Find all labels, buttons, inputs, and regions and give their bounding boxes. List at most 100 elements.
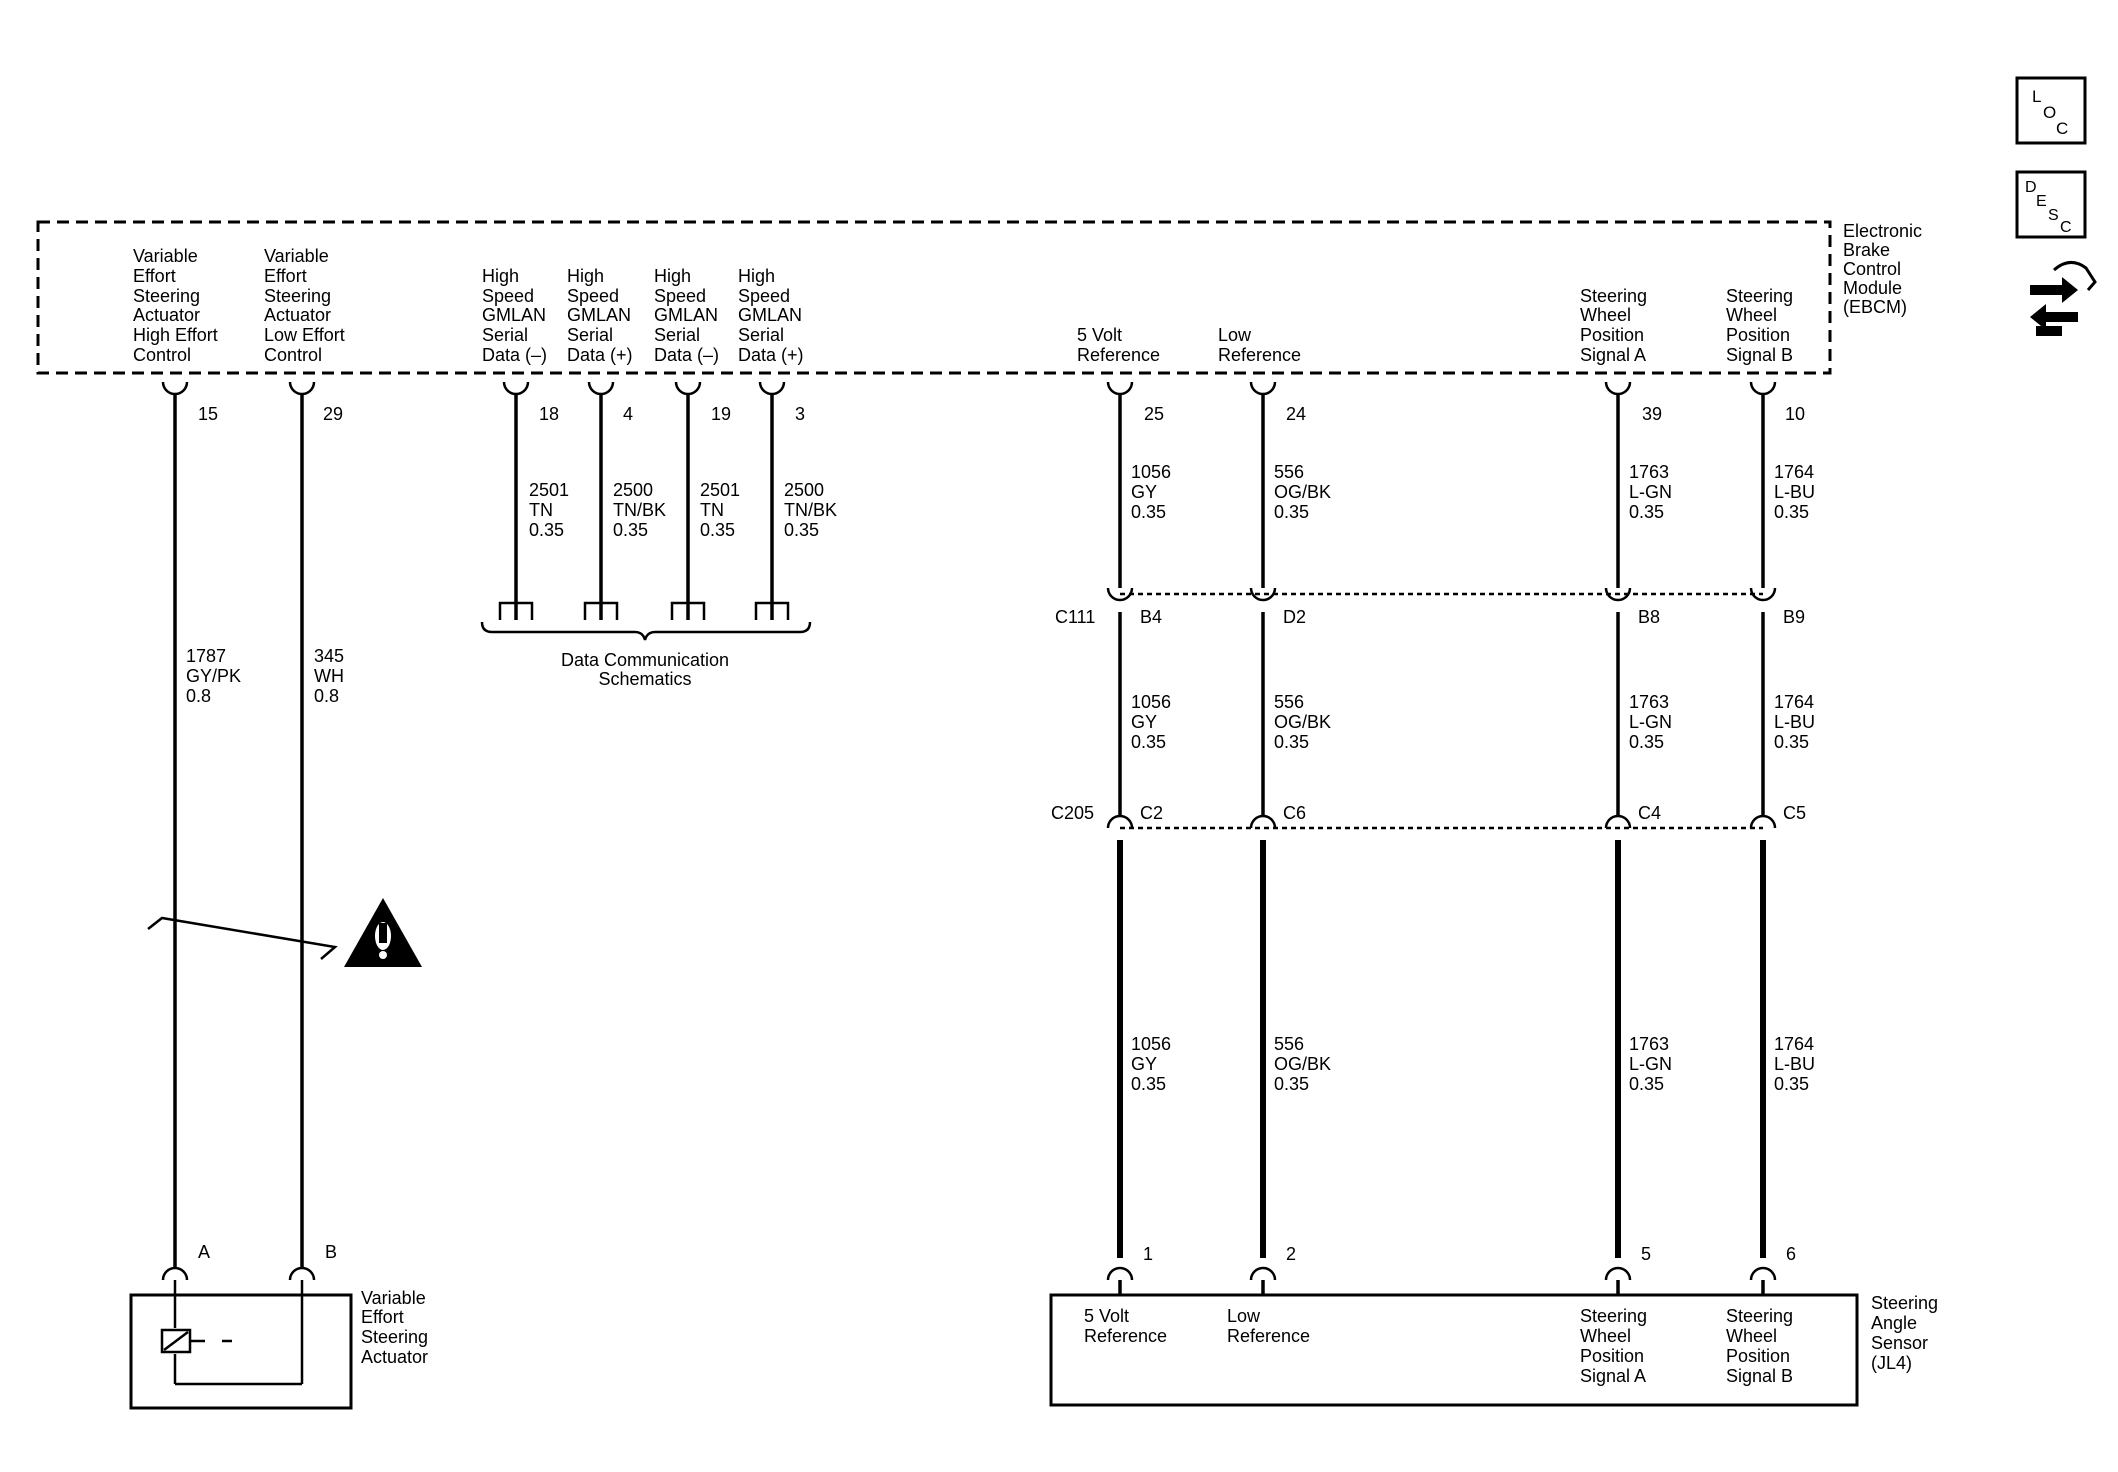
terminal-cap [1604,1266,1632,1281]
connector-cup [1749,587,1777,602]
ebcm-terminal-symbols [161,381,1777,396]
desc-button[interactable]: D E S C [2015,170,2087,239]
swap-arrows-icon[interactable] [2030,261,2097,336]
wire-label-line: WH [314,666,344,686]
pin-number: 18 [539,404,559,424]
connector-pin: C4 [1638,803,1661,823]
terminal-cup [587,381,615,396]
wire-label-line: 0.35 [529,520,564,540]
sensor-label-line: 5 Volt [1084,1306,1129,1326]
schematic-brace [480,621,812,641]
connector-cup [1106,587,1134,602]
wire-label-line: GY [1131,712,1157,732]
wire-label-line: 0.35 [1774,502,1809,522]
pin-number: 24 [1286,404,1306,424]
terminal-label-line: Actuator [264,305,331,325]
schematic-ref-bracket [583,601,619,620]
sensor-label-line: Signal B [1726,1366,1793,1386]
wire-label-line: 0.35 [1274,1074,1309,1094]
terminal-label-line: Low [1218,325,1252,345]
loc-letter: C [2056,119,2068,138]
sensor-label-line: Steering [1726,1306,1793,1326]
terminal-label-line: GMLAN [738,305,802,325]
terminal-label-line: Steering [133,286,200,306]
terminal-label-line: Serial [738,325,784,345]
wire-label-line: 1764 [1774,1034,1814,1054]
connector-cup [1249,587,1277,602]
wire-label-line: L-GN [1629,712,1672,732]
connector-pin: C2 [1140,803,1163,823]
wire-label-line: 0.35 [1629,1074,1664,1094]
wire-label-line: 0.35 [1131,732,1166,752]
terminal-label-line: Effort [264,266,307,286]
terminal-label-line: Wheel [1726,305,1777,325]
wire-label-line: TN/BK [784,500,837,520]
terminal-cap [288,1266,316,1281]
sensor-pin: 6 [1786,1244,1796,1264]
terminal-label-line: High Effort [133,325,218,345]
terminal-label-line: Signal B [1726,345,1793,365]
wire-label-line: 0.35 [1629,732,1664,752]
connector-pin: D2 [1283,607,1306,627]
gmlan-wires [480,394,812,641]
terminal-label-line: Data (+) [738,345,804,365]
desc-letter: D [2025,179,2037,196]
wire-label-line: OG/BK [1274,1054,1331,1074]
wire-label-line: 0.35 [1131,1074,1166,1094]
connector-pin: C5 [1783,803,1806,823]
actuator-component: A B Variable Effort Steering Actuator [129,1242,428,1410]
terminal-label-line: Speed [654,286,706,306]
wire-label-line: 556 [1274,1034,1304,1054]
sensor-label-line: Position [1726,1346,1790,1366]
terminal-label-line: Position [1580,325,1644,345]
wire-label-line: OG/BK [1274,482,1331,502]
sensor-label-line: Wheel [1726,1326,1777,1346]
actuator-name-line: Steering [361,1327,428,1347]
gmlan-wire-labels: 2501 TN 0.35 2500 TN/BK 0.35 2501 TN 0.3… [529,480,837,540]
connector-pin: C6 [1283,803,1306,823]
connector-cap [1106,814,1134,829]
pin-number: 4 [623,404,633,424]
wire-label-line: 1056 [1131,462,1171,482]
connector-cap [1604,814,1632,829]
terminal-label-line: Serial [482,325,528,345]
wire-labels-segment-3: 1056 GY 0.35 556 OG/BK 0.35 1763 L-GN 0.… [1131,1034,1815,1094]
terminal-label-line: Speed [482,286,534,306]
terminal-label-line: Signal A [1580,345,1646,365]
terminal-label-line: GMLAN [654,305,718,325]
terminal-label-line: Reference [1218,345,1301,365]
connector-name: C111 [1055,607,1095,627]
loc-button[interactable]: L O C [2015,76,2087,145]
wire-label-line: 2500 [613,480,653,500]
connector-pin: B9 [1783,607,1805,627]
terminal-label-line: Data (–) [654,345,719,365]
terminal-cup [161,381,189,396]
sensor-wires [1117,394,1766,1258]
schematic-ref-bracket [498,601,534,620]
loc-letter: O [2043,103,2056,122]
terminal-label-line: Data (–) [482,345,547,365]
schematic-ref-bracket [670,601,706,620]
actuator-box [129,1293,353,1410]
terminal-label-line: Serial [567,325,613,345]
solenoid-icon [160,1328,232,1354]
sensor-label-line: Reference [1227,1326,1310,1346]
ebcm-name-line: Electronic [1843,221,1922,241]
wire-label-line: L-BU [1774,482,1815,502]
actuator-pin: A [198,1242,210,1262]
ebcm-name-line: Brake [1843,240,1890,260]
connector-pin: B8 [1638,607,1660,627]
terminal-label-line: Speed [567,286,619,306]
sensor-label-line: Low [1227,1306,1261,1326]
caution-triangle-icon [344,898,422,967]
harness-break-line [147,916,338,960]
wire-label-line: GY/PK [186,666,241,686]
wire-label-line: OG/BK [1274,712,1331,732]
wire-label-line: 0.35 [1131,502,1166,522]
actuator-pin: B [325,1242,337,1262]
sensor-label-line: Reference [1084,1326,1167,1346]
wire-label-line: L-BU [1774,1054,1815,1074]
wire-label-line: 556 [1274,692,1304,712]
wire-labels-segment-1: 1056 GY 0.35 556 OG/BK 0.35 1763 L-GN 0.… [1131,462,1815,522]
